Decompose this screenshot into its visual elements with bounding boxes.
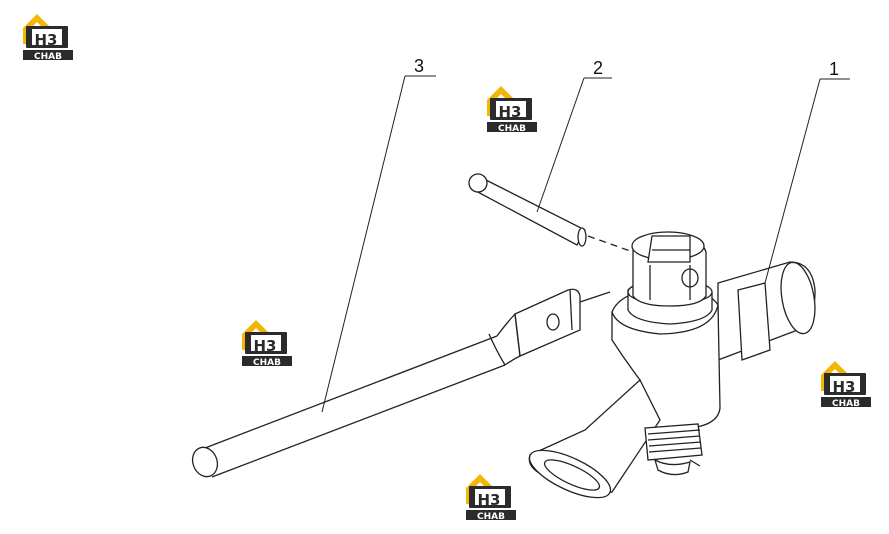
watermark-logo: H3 CHAB [23, 14, 73, 62]
part-1-valve [528, 231, 816, 499]
leader-line-2 [536, 77, 612, 213]
svg-text:CHAB: CHAB [832, 399, 860, 409]
leader-line-3 [321, 75, 436, 413]
watermark-logo: H3 CHAB [242, 320, 292, 368]
callout-2: 2 [593, 58, 603, 78]
watermark-logo: H3 CHAB [821, 361, 871, 409]
callout-3: 3 [414, 56, 424, 76]
leader-lines [321, 75, 850, 413]
svg-text:CHAB: CHAB [253, 358, 281, 368]
svg-text:H3: H3 [499, 103, 522, 121]
leader-line-1 [764, 78, 850, 284]
watermark-logo: H3 CHAB [487, 86, 537, 134]
svg-text:H3: H3 [478, 491, 501, 509]
svg-text:H3: H3 [833, 378, 856, 396]
part-3-rod [191, 288, 611, 478]
svg-text:H3: H3 [35, 31, 58, 49]
svg-text:H3: H3 [254, 337, 277, 355]
svg-text:CHAB: CHAB [477, 512, 505, 522]
callout-1: 1 [829, 59, 839, 79]
svg-text:CHAB: CHAB [34, 52, 62, 62]
part-2-pin [468, 173, 634, 253]
svg-text:CHAB: CHAB [498, 124, 526, 134]
watermark-logo: H3 CHAB [466, 474, 516, 522]
